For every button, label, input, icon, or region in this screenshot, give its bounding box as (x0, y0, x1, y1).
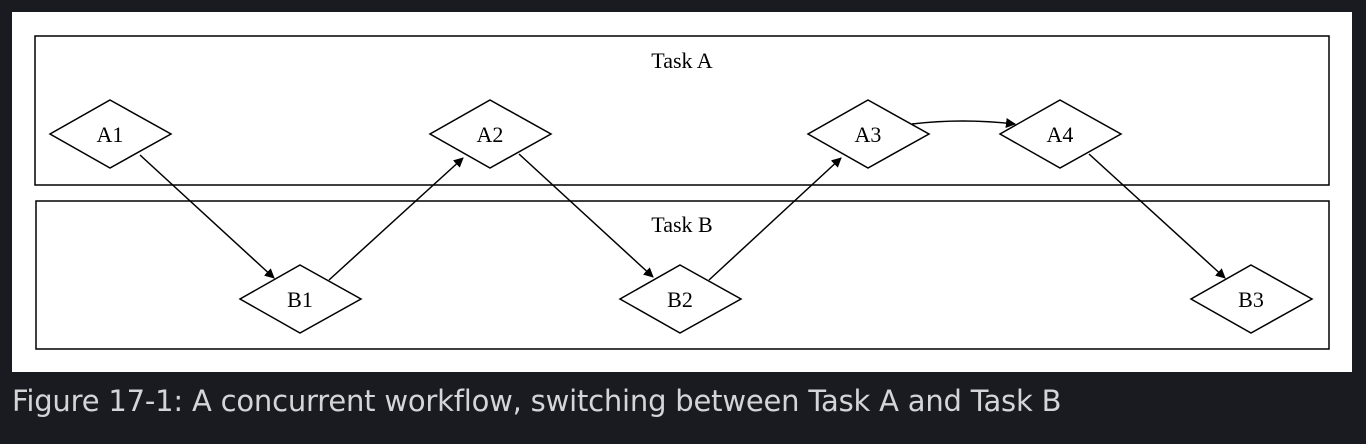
node-a4-label: A4 (1047, 122, 1074, 147)
node-b2-shape (618, 264, 743, 334)
node-a1-shape (48, 99, 173, 169)
cluster-task-b-border (35, 200, 1330, 350)
node-a2-label: A2 (477, 122, 504, 147)
diagram-panel: Task A Task B A1 A2 A3 (12, 12, 1352, 372)
cluster-task-b: Task B (35, 200, 1330, 350)
node-b3: B3 (1189, 264, 1314, 334)
node-a4: A4 (998, 99, 1123, 169)
edge-b2-a3 (708, 157, 842, 281)
cluster-task-a-border (34, 35, 1330, 186)
workflow-diagram: Task A Task B A1 A2 A3 (34, 35, 1330, 350)
node-b1-label: B1 (287, 287, 313, 312)
cluster-task-a-label: Task A (651, 48, 713, 73)
node-a1: A1 (48, 99, 173, 169)
node-b1-shape (238, 264, 363, 334)
node-a2-shape (428, 99, 553, 169)
edge-a4-b3 (1088, 153, 1226, 279)
cluster-task-a: Task A (34, 35, 1330, 186)
node-a3: A3 (806, 99, 931, 169)
node-a1-label: A1 (97, 122, 124, 147)
node-a2: A2 (428, 99, 553, 169)
edge-a1-b1 (139, 154, 275, 279)
edge-a2-b2 (518, 153, 654, 278)
node-b2: B2 (618, 264, 743, 334)
node-a3-shape (806, 99, 931, 169)
node-b3-label: B3 (1238, 287, 1264, 312)
edge-b1-a2 (328, 157, 464, 281)
node-a3-label: A3 (855, 122, 882, 147)
figure-caption: Figure 17-1: A concurrent workflow, swit… (12, 384, 1062, 418)
node-b1: B1 (238, 264, 363, 334)
cluster-task-b-label: Task B (651, 212, 712, 237)
edge-a3-a4 (911, 118, 1016, 128)
node-a4-shape (998, 99, 1123, 169)
edges (139, 118, 1226, 281)
node-b3-shape (1189, 264, 1314, 334)
node-b2-label: B2 (667, 287, 693, 312)
